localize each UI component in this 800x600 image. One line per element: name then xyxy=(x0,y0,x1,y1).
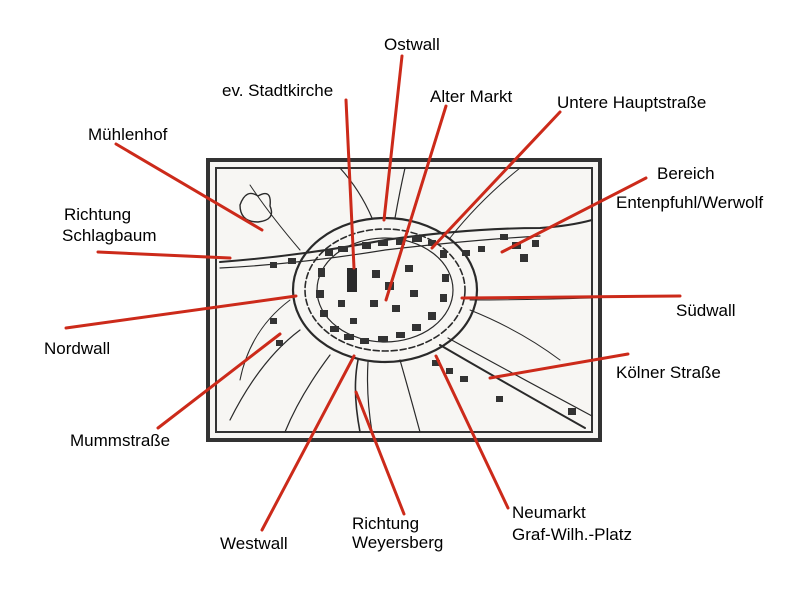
map-drawing xyxy=(219,167,593,433)
label-ostwall: Ostwall xyxy=(384,35,440,54)
leader-muehlenhof xyxy=(114,142,264,232)
label-ev-stadtkirche: ev. Stadtkirche xyxy=(222,81,334,100)
label-entenpfuhl-werwolf: Entenpfuhl/Werwolf xyxy=(616,193,764,212)
label-richtung-weyersberg-1: Richtung xyxy=(352,514,420,533)
leader-ostwall xyxy=(382,54,404,222)
label-suedwall: Südwall xyxy=(676,301,736,320)
leader-koelner-strasse xyxy=(488,352,630,380)
building-blocks xyxy=(270,234,576,415)
leader-westwall xyxy=(260,354,356,532)
label-nordwall: Nordwall xyxy=(44,339,111,358)
road-east-west xyxy=(219,219,593,263)
leader-suedwall xyxy=(460,294,682,300)
muehlenhof-pond xyxy=(239,192,273,223)
leader-mummstrasse xyxy=(156,332,282,430)
leader-untere-hauptstrasse xyxy=(430,110,562,250)
label-muehlenhof: Mühlenhof xyxy=(88,125,168,144)
label-richtung-schlagbaum-1: Richtung xyxy=(64,205,132,224)
label-untere-hauptstrasse: Untere Hauptstraße xyxy=(557,93,707,112)
road-east-west-edge xyxy=(219,235,541,269)
town-wall-inner xyxy=(304,228,466,352)
leader-stadtkirche xyxy=(344,98,356,270)
leader-neumarkt xyxy=(434,354,510,510)
leader-schlagbaum xyxy=(96,250,232,260)
label-richtung-weyersberg-2: Weyersberg xyxy=(352,533,444,552)
label-mummstrasse: Mummstraße xyxy=(70,431,171,450)
leader-nordwall xyxy=(64,294,298,330)
road-koelner-strasse xyxy=(439,344,586,429)
label-westwall: Westwall xyxy=(220,534,288,553)
label-neumarkt: Neumarkt xyxy=(512,503,586,522)
leader-bereich xyxy=(500,176,648,254)
label-alter-markt: Alter Markt xyxy=(430,87,513,106)
label-koelner-strasse: Kölner Straße xyxy=(616,363,721,382)
leader-weyersberg xyxy=(354,390,406,516)
label-richtung-schlagbaum-2: Schlagbaum xyxy=(62,226,157,245)
leader-alter-markt xyxy=(384,104,448,302)
label-graf-wilh-platz: Graf-Wilh.-Platz xyxy=(512,525,632,544)
leader-lines xyxy=(64,54,682,532)
church-building xyxy=(347,268,357,292)
label-bereich: Bereich xyxy=(657,164,715,183)
